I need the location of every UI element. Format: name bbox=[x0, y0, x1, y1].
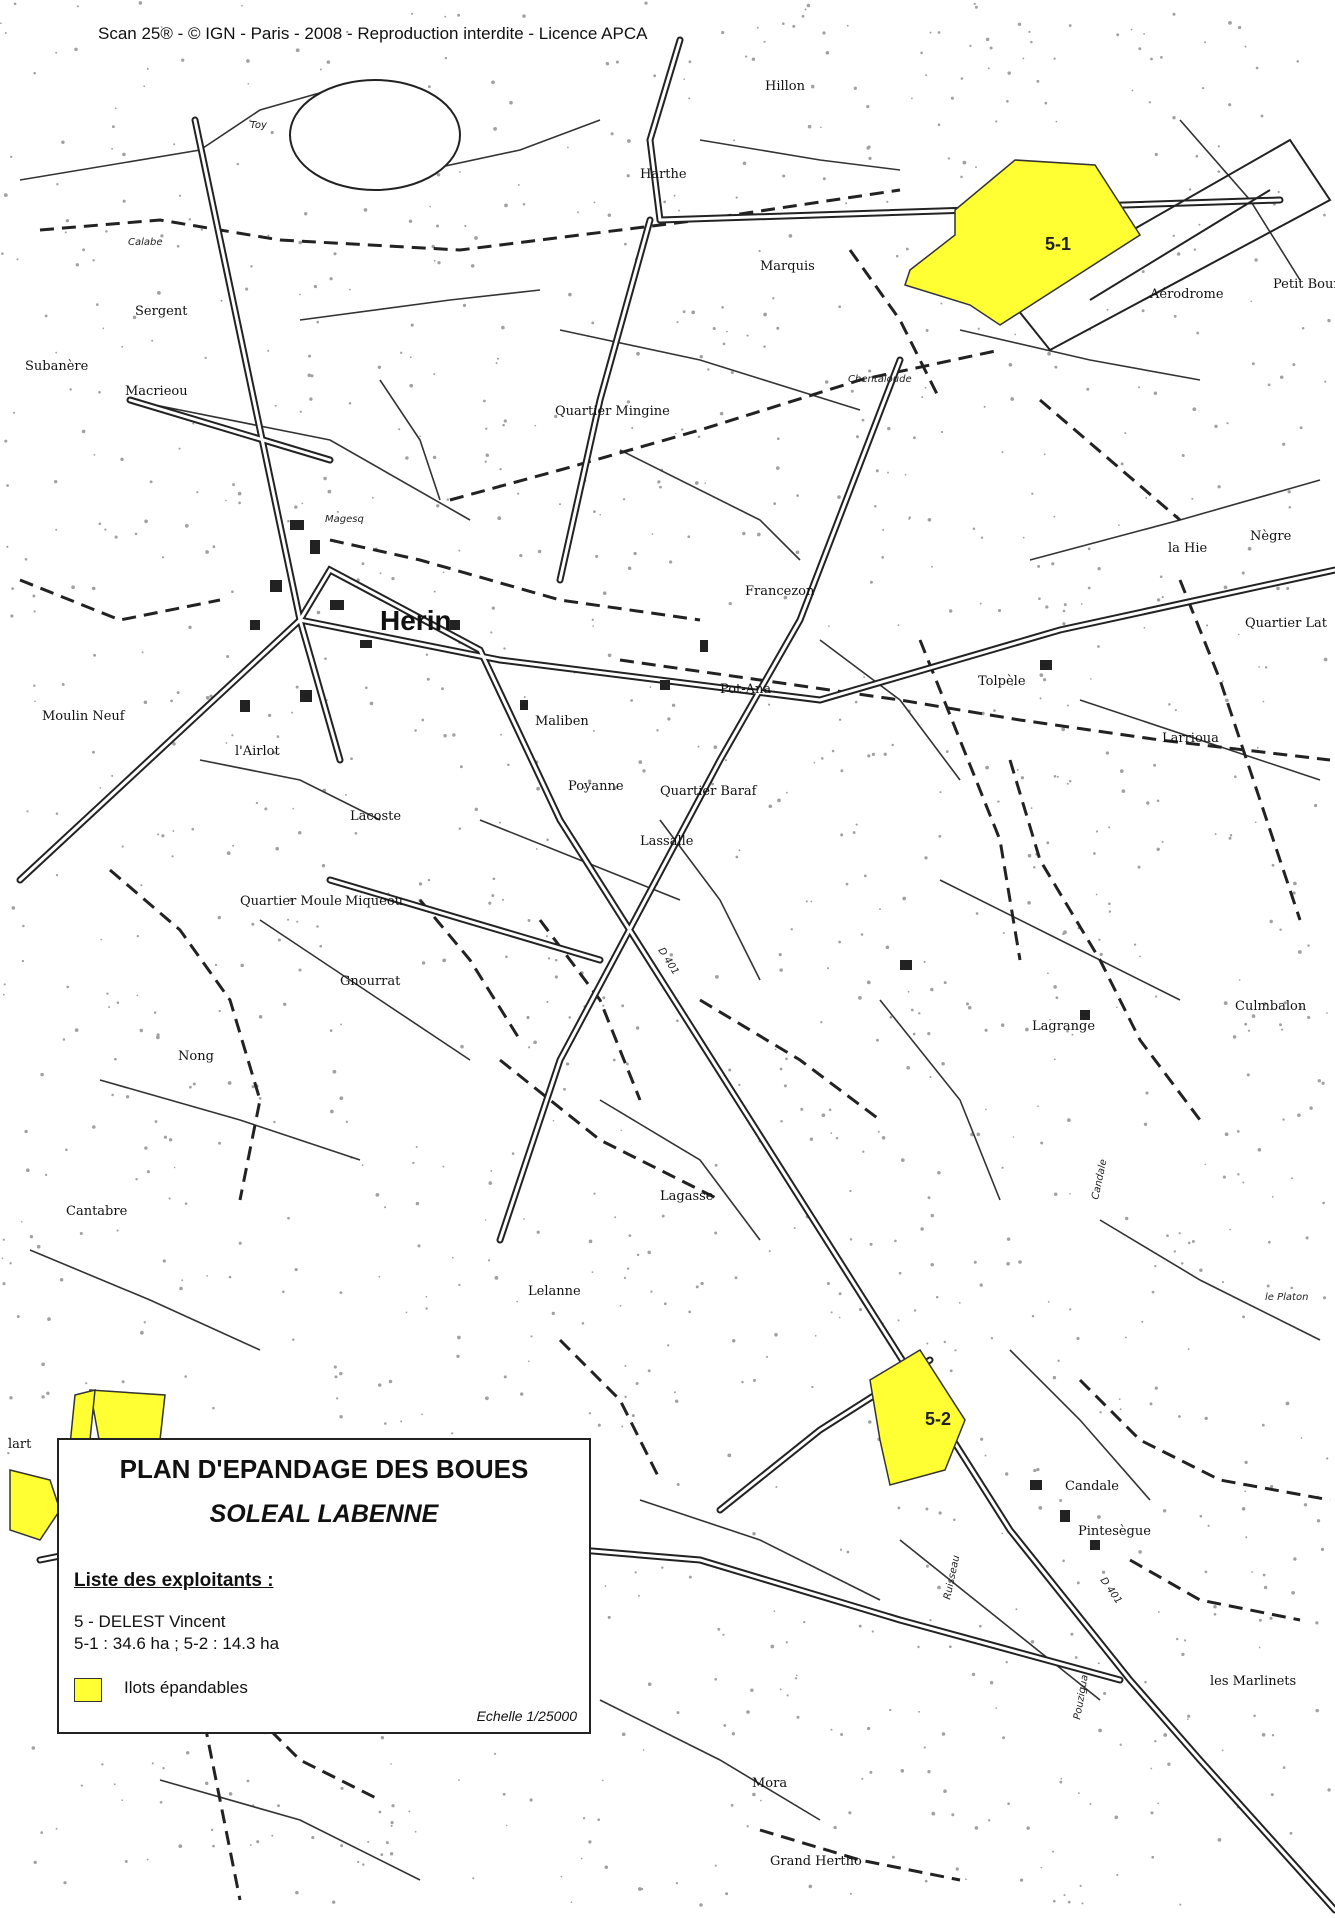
place-label-la-hie: la Hie bbox=[1168, 541, 1208, 556]
place-label-larrioua: Larrioua bbox=[1162, 731, 1219, 746]
place-label-mora: Mora bbox=[752, 1776, 787, 1791]
plot-5-1-label: 5-1 bbox=[1045, 234, 1071, 254]
place-label-lelanne: Lelanne bbox=[528, 1284, 581, 1299]
legend-list-title: Liste des exploitants : bbox=[74, 1570, 274, 1591]
place-label-quartier-moule: Quartier Moule bbox=[240, 894, 342, 909]
place-names: Herin l'Airlot Quartier Mingine Quartier… bbox=[8, 79, 1335, 1869]
place-label-lacoste: Lacoste bbox=[350, 809, 401, 824]
place-label-lart: lart bbox=[8, 1437, 32, 1452]
place-label-moulin-neuf: Moulin Neuf bbox=[42, 709, 126, 724]
place-label-quartier-lat: Quartier Lat bbox=[1245, 616, 1328, 631]
place-label-quartier-baraf: Quartier Baraf bbox=[660, 784, 758, 799]
aerodrome-runway bbox=[1008, 138, 1332, 352]
map-copyright: Scan 25® - © IGN - Paris - 2008 - Reprod… bbox=[98, 24, 648, 43]
place-label-marquis: Marquis bbox=[760, 259, 815, 274]
dashed-tracks bbox=[19, 188, 1331, 1901]
place-label-candale: Candale bbox=[1065, 1479, 1119, 1494]
plot-5-2-label: 5-2 bbox=[925, 1409, 951, 1429]
place-label-lagasse: Lagasse bbox=[660, 1189, 714, 1204]
village-buildings bbox=[240, 520, 1100, 1550]
place-label-harthe: Harthe bbox=[640, 167, 687, 182]
place-label-tolpele: Tolpèle bbox=[978, 674, 1026, 689]
place-label-toy: Toy bbox=[250, 120, 268, 131]
place-label-pot-ana: Pot-Ana bbox=[720, 682, 771, 697]
place-label-negre: Nègre bbox=[1250, 529, 1292, 544]
place-label-hillon: Hillon bbox=[765, 79, 806, 94]
place-label-maliben: Maliben bbox=[535, 714, 589, 729]
legend-scale: Echelle 1/25000 bbox=[476, 1708, 577, 1724]
legend-subtitle: SOLEAL LABENNE bbox=[209, 1500, 439, 1528]
place-label-miqueou: Miqueou bbox=[345, 894, 403, 909]
place-label-lassalle: Lassalle bbox=[640, 834, 694, 849]
place-label-herin: Herin bbox=[380, 605, 452, 636]
legend-swatch bbox=[74, 1678, 102, 1702]
place-label-grand-hertho: Grand Hertho bbox=[770, 1854, 862, 1869]
place-label-calabe: Calabe bbox=[128, 237, 163, 248]
place-label-nong: Nong bbox=[178, 1049, 214, 1064]
place-label-macrieou: Macrieou bbox=[125, 384, 188, 399]
place-label-magesq: Magesq bbox=[325, 514, 364, 525]
place-label-marlinets: les Marlinets bbox=[1210, 1674, 1296, 1689]
pond bbox=[289, 79, 461, 191]
legend-box: PLAN D'EPANDAGE DES BOUES SOLEAL LABENNE… bbox=[57, 1438, 591, 1734]
place-label-airlot: l'Airlot bbox=[235, 744, 280, 759]
place-label-culmbalon: Culmbalon bbox=[1235, 999, 1307, 1014]
place-label-subanere: Subanère bbox=[25, 359, 89, 374]
adjacent-plot-polygon bbox=[89, 1389, 166, 1446]
legend-areas: 5-1 : 34.6 ha ; 5-2 : 14.3 ha bbox=[74, 1634, 280, 1653]
place-label-aerodrome: Aérodrome bbox=[1149, 287, 1224, 302]
plot-5-2-polygon[interactable] bbox=[869, 1348, 966, 1486]
adjacent-plot-polygon bbox=[9, 1469, 61, 1541]
place-label-francezon: Francezon bbox=[745, 584, 815, 599]
plot-5-1-polygon[interactable] bbox=[904, 159, 1142, 326]
place-label-chentaloude: Chentaloude bbox=[848, 374, 912, 385]
place-label-quartier-mingine: Quartier Mingine bbox=[555, 404, 670, 419]
legend-title: PLAN D'EPANDAGE DES BOUES bbox=[119, 1454, 529, 1484]
place-label-sergent: Sergent bbox=[135, 304, 188, 319]
legend-swatch-label: Ilots épandables bbox=[124, 1678, 248, 1697]
place-label-lagrange: Lagrange bbox=[1032, 1019, 1095, 1034]
place-label-cantabre: Cantabre bbox=[66, 1204, 128, 1219]
place-label-gnourrat: Gnourrat bbox=[340, 974, 401, 989]
legend-farmer: 5 - DELEST Vincent bbox=[74, 1612, 226, 1631]
place-label-poyanne: Poyanne bbox=[568, 779, 624, 794]
place-label-le-platon: le Platon bbox=[1265, 1292, 1308, 1303]
place-label-petit-boum: Petit Boum bbox=[1273, 277, 1335, 292]
place-label-pintesegue: Pintesègue bbox=[1078, 1524, 1151, 1539]
